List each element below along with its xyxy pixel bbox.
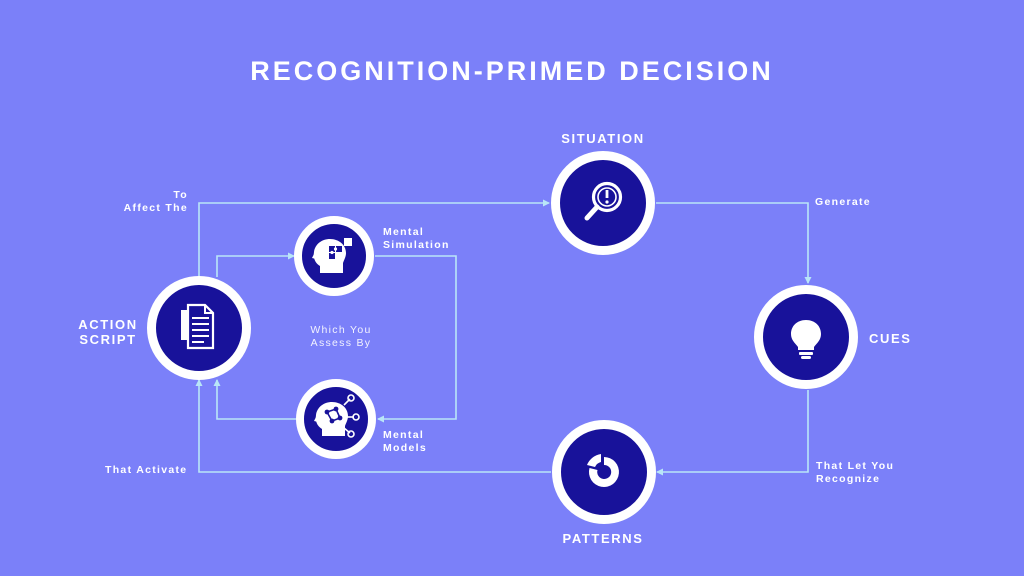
- mental-models-label-line1: Mental: [383, 429, 425, 441]
- connectors: [195, 199, 812, 476]
- cues-node: [754, 285, 858, 389]
- mental-models-node: [296, 379, 376, 459]
- situation-label: SITUATION: [561, 131, 645, 146]
- diagram-title: RECOGNITION-PRIMED DECISION: [250, 56, 774, 86]
- head-puzzle-icon: [312, 238, 352, 273]
- patterns-label: PATTERNS: [562, 531, 644, 546]
- donut-chart-icon: [587, 454, 619, 487]
- connector-action-to-situation: [198, 199, 550, 277]
- let-recognize-label-line1: That Let You: [816, 460, 895, 472]
- to-affect-label: To Affect The: [88, 189, 188, 215]
- generate-label: Generate: [815, 196, 871, 208]
- patterns-node: [552, 420, 656, 524]
- connector-action-to-simulation: [216, 252, 295, 277]
- connector-models-to-action: [213, 379, 296, 420]
- to-affect-label-line2: Affect The: [123, 202, 188, 214]
- action-script-node: [147, 276, 251, 380]
- magnifier-exclamation-icon: [584, 181, 623, 221]
- mental-models-label-line2: Models: [383, 442, 427, 454]
- action-script-label-line2: SCRIPT: [79, 332, 137, 347]
- connector-cues-to-patterns: [656, 390, 809, 476]
- mental-simulation-node: [294, 216, 374, 296]
- assess-label: Which You Assess By: [296, 324, 386, 350]
- connector-simulation-to-models: [375, 255, 457, 423]
- let-recognize-label-line2: Recognize: [816, 473, 881, 485]
- head-network-icon: [314, 394, 360, 438]
- assess-label-line1: Which You: [310, 324, 372, 336]
- that-activate-label: That Activate: [105, 464, 188, 476]
- mental-simulation-label-line1: Mental: [383, 226, 425, 238]
- situation-node: [551, 151, 655, 255]
- mental-simulation-label: Mental Simulation: [383, 226, 450, 252]
- mental-models-label: Mental Models: [383, 429, 427, 455]
- let-recognize-label: That Let You Recognize: [816, 460, 894, 486]
- connector-situation-to-cues: [656, 202, 812, 284]
- connector-patterns-to-action: [195, 379, 551, 473]
- mental-simulation-label-line2: Simulation: [383, 239, 450, 251]
- cues-label: CUES: [869, 331, 912, 346]
- to-affect-label-line1: To: [173, 189, 188, 201]
- action-script-label: ACTION SCRIPT: [70, 317, 146, 347]
- assess-label-line2: Assess By: [310, 337, 372, 349]
- documents-icon: [181, 303, 215, 350]
- lightbulb-icon: [791, 320, 821, 359]
- action-script-label-line1: ACTION: [78, 317, 138, 332]
